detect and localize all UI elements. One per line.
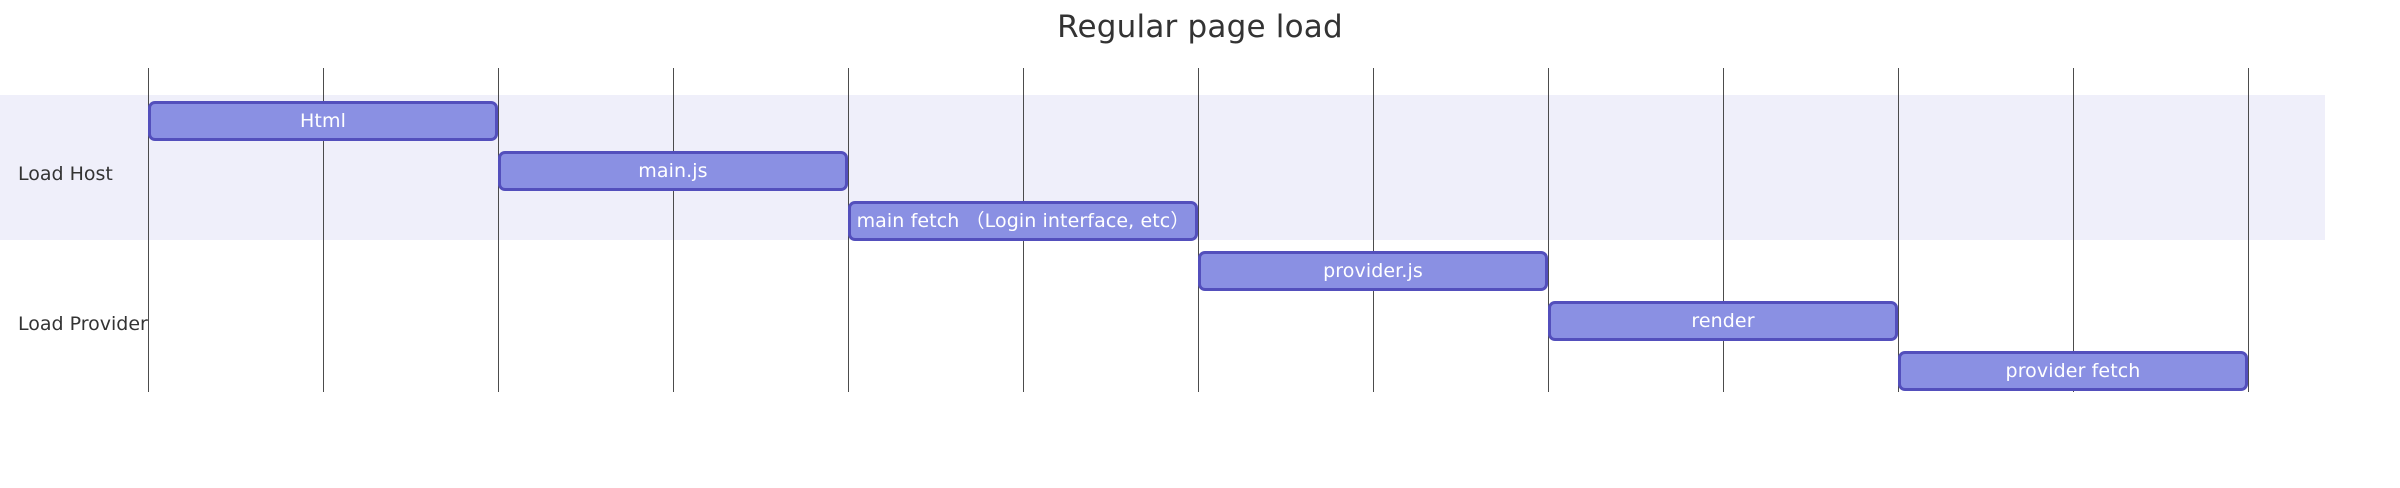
task-bar[interactable]: main fetch （Login interface, etc） <box>848 201 1198 241</box>
chart-title: Regular page load <box>1057 9 1343 45</box>
task-bar[interactable]: main.js <box>498 151 848 191</box>
task-bar-label: Html <box>300 109 346 132</box>
section-label-load-host: Load Host <box>18 163 113 185</box>
gridline <box>1373 68 1374 392</box>
gridline <box>323 68 324 392</box>
task-bar-label: provider fetch <box>2005 359 2141 382</box>
section-label-load-provider: Load Provider <box>18 313 148 335</box>
task-bar-label: main.js <box>638 159 708 182</box>
gridline <box>1548 68 1549 392</box>
task-bar-label: render <box>1691 309 1755 332</box>
gridline <box>1723 68 1724 392</box>
gridline <box>2073 68 2074 392</box>
gridline <box>1198 68 1199 392</box>
gridline <box>498 68 499 392</box>
task-bar[interactable]: render <box>1548 301 1898 341</box>
gridline <box>673 68 674 392</box>
gridline <box>148 68 149 392</box>
task-bar[interactable]: provider.js <box>1198 251 1548 291</box>
task-bar-label: provider.js <box>1323 259 1423 282</box>
task-bar-label: main fetch （Login interface, etc） <box>856 209 1190 232</box>
gridline <box>2248 68 2249 392</box>
task-bar[interactable]: provider fetch <box>1898 351 2248 391</box>
task-bar[interactable]: Html <box>148 101 498 141</box>
gridline <box>1898 68 1899 392</box>
